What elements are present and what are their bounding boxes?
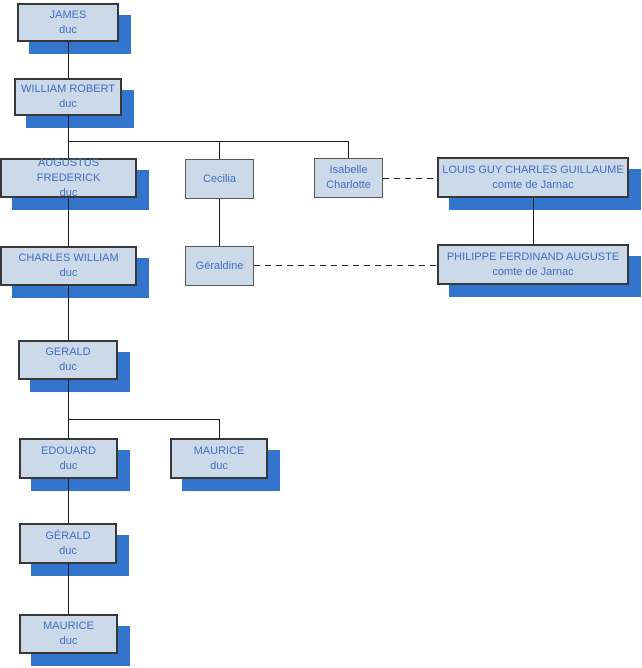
connector-line [68, 141, 69, 158]
tree-node-james[interactable]: JAMES duc [17, 3, 119, 42]
connector-line [68, 479, 69, 523]
person-name: JAMES [49, 8, 87, 21]
person-title: duc [59, 361, 77, 373]
connector-line [68, 141, 349, 142]
person-name: MAURICE [193, 444, 245, 457]
person-title: duc [59, 23, 77, 36]
connector-line [68, 419, 220, 420]
connector-line [68, 42, 69, 78]
person-name: Géraldine [195, 259, 244, 272]
connector-line [68, 564, 69, 614]
person-name: LOUIS GUY CHARLES GUILLAUME [442, 163, 624, 176]
connector-line [219, 419, 220, 438]
person-title: duc [59, 98, 77, 110]
person-title: duc [59, 459, 78, 472]
connector-line [219, 199, 220, 246]
person-name: Isabelle Charlotte [326, 164, 371, 191]
tree-node-louis-guy[interactable]: LOUIS GUY CHARLES GUILLAUME comte de Jarn… [437, 157, 629, 198]
tree-node-maurice-2[interactable]: MAURICE duc [19, 614, 118, 654]
connector-line [68, 380, 69, 419]
connector-line [533, 198, 534, 244]
person-title: comte de Jarnac [492, 178, 574, 191]
person-name: PHILIPPE FERDINAND AUGUSTE [446, 250, 620, 263]
connector-line [68, 286, 69, 340]
person-title: duc [59, 267, 78, 279]
tree-node-geraldine[interactable]: Géraldine [185, 246, 254, 286]
tree-node-isabelle-charlotte[interactable]: Isabelle Charlotte [314, 158, 383, 198]
connector-line [219, 141, 220, 159]
tree-node-augustus-frederick[interactable]: AUGUSTUS FREDERICK duc [0, 156, 137, 199]
person-title: duc [59, 544, 77, 557]
tree-node-philippe-ferdinand[interactable]: PHILIPPE FERDINAND AUGUSTE comte de Jarna… [437, 244, 629, 285]
person-title: duc [59, 635, 78, 647]
person-name: MAURICE [43, 620, 94, 632]
tree-node-gerald[interactable]: GERALD duc [18, 340, 118, 380]
tree-node-gerald-2[interactable]: GÉRALD duc [19, 523, 117, 564]
person-name: GERALD [45, 346, 91, 358]
tree-node-charles-william[interactable]: CHARLES WILLIAM duc [0, 246, 137, 286]
tree-node-edouard[interactable]: EDOUARD duc [19, 438, 118, 479]
tree-node-maurice[interactable]: MAURICE duc [170, 438, 268, 479]
connector-line [68, 116, 69, 141]
connector-line [68, 198, 69, 246]
person-title: comte de Jarnac [492, 265, 574, 278]
tree-node-william-robert[interactable]: WILLIAM ROBERT duc [14, 78, 122, 116]
marriage-dashed-line [383, 178, 437, 179]
person-name: CHARLES WILLIAM [18, 252, 119, 264]
connector-line [68, 419, 69, 438]
person-name: GÉRALD [45, 529, 91, 542]
connector-line [348, 141, 349, 158]
person-title: duc [59, 186, 78, 199]
person-title: duc [210, 459, 228, 472]
person-name: AUGUSTUS FREDERICK [36, 156, 101, 184]
person-name: WILLIAM ROBERT [21, 83, 115, 95]
marriage-dashed-line [254, 265, 437, 266]
person-name: EDOUARD [40, 444, 96, 457]
tree-node-cecilia[interactable]: Cecilia [185, 159, 254, 199]
person-name: Cecilia [202, 172, 236, 185]
